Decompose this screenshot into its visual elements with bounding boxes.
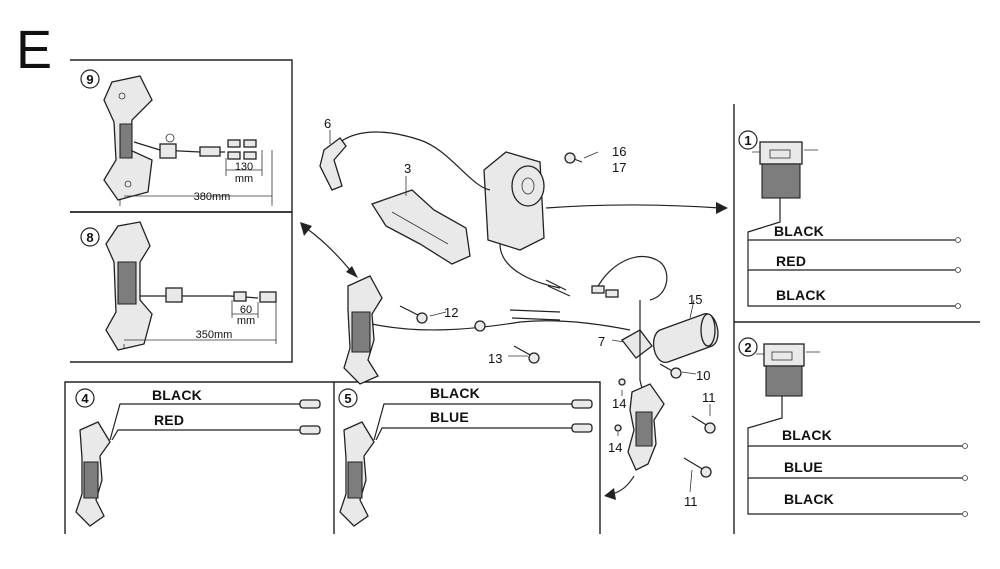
callout-4-circle xyxy=(75,388,95,408)
coil-lead xyxy=(499,243,561,289)
part-13: 13 xyxy=(488,351,502,366)
panel-1-label-1: BLACK xyxy=(774,223,824,239)
panel-4: 4 BLACK RED xyxy=(64,381,335,534)
panel-8-dim-short: 60 xyxy=(240,304,252,316)
panel-1: 1 BLACK RED BLACK xyxy=(733,104,980,534)
bracket xyxy=(371,189,471,265)
panel-1-wire-1 xyxy=(747,198,955,241)
ignition-coil-cap xyxy=(511,165,545,207)
panel-4-wire-bottom xyxy=(111,429,300,441)
callout-5: 5 xyxy=(344,391,351,406)
callout-9-circle xyxy=(80,69,100,89)
panel-1-label-2: RED xyxy=(776,253,806,269)
callout-2: 2 xyxy=(744,340,751,355)
stator-harness xyxy=(371,320,631,331)
callout-9: 9 xyxy=(86,72,93,87)
arrow-to-panel-5 xyxy=(611,475,635,495)
panel-1-label-3: BLACK xyxy=(776,287,826,303)
section-letter: E xyxy=(16,20,52,80)
panel-2-label-2: BLUE xyxy=(784,459,823,475)
part-3: 3 xyxy=(404,161,411,176)
callout-8-circle xyxy=(80,227,100,247)
screw-12 xyxy=(399,305,421,317)
part-10: 10 xyxy=(696,368,710,383)
screw-11-lower xyxy=(683,457,705,471)
panel-5-frame xyxy=(334,381,601,534)
ht-lead xyxy=(339,131,491,191)
panel-4-label-top: BLACK xyxy=(152,387,202,403)
panel-2-wire-1 xyxy=(747,396,962,447)
callout-4: 4 xyxy=(81,391,89,406)
panel-9: 9 130 mm 380mm xyxy=(70,59,293,213)
main-assembly xyxy=(319,131,719,478)
panel-5: 5 BLACK BLUE xyxy=(334,381,601,534)
panel-4-coil xyxy=(83,461,99,499)
arrow-to-panel-1 xyxy=(545,204,721,209)
part-15: 15 xyxy=(688,292,702,307)
panel-2-module-body xyxy=(765,365,803,397)
washer-14-upper xyxy=(618,378,626,386)
part-12: 12 xyxy=(444,305,458,320)
clamp-7 xyxy=(621,329,653,359)
screw-13 xyxy=(513,345,533,357)
panel-8-clamp xyxy=(165,287,183,303)
part-14-upper: 14 xyxy=(612,396,626,411)
panel-8-dim-long: 350mm xyxy=(196,329,233,341)
callout-8: 8 xyxy=(86,230,93,245)
panel-4-wire-top xyxy=(109,403,300,441)
panel-8-frame xyxy=(70,211,293,363)
panel-2-label-3: BLACK xyxy=(784,491,834,507)
part-16: 16 xyxy=(612,144,626,159)
part-14-lower: 14 xyxy=(608,440,622,455)
panel-2-module-top xyxy=(763,343,805,367)
harness-loop xyxy=(595,255,668,301)
part-17: 17 xyxy=(612,160,626,175)
panel-8-coil xyxy=(117,261,137,305)
part-7: 7 xyxy=(598,334,605,349)
panel-5-label-bottom: BLUE xyxy=(430,409,469,425)
washer-14-lower xyxy=(614,424,622,432)
callout-1: 1 xyxy=(744,133,751,148)
panel-9-dim-short-unit: mm xyxy=(235,173,253,185)
panel-9-dim-short: 130 xyxy=(235,161,253,173)
panel-9-coil xyxy=(119,123,133,159)
panel-2-wire-3 xyxy=(747,478,962,515)
panel-8: 8 60 mm 350mm xyxy=(70,211,293,363)
callout-5-circle xyxy=(338,388,358,408)
panel-9-clamp xyxy=(159,143,177,159)
panel-2-label-1: BLACK xyxy=(782,427,832,443)
panel-4-label-bottom: RED xyxy=(154,412,184,428)
panel-5-coil xyxy=(347,461,363,499)
part-6: 6 xyxy=(324,116,331,131)
panel-5-wire-top xyxy=(373,403,572,441)
panel-5-wire-bottom xyxy=(375,427,572,441)
part-11-lower: 11 xyxy=(684,494,698,509)
panel-5-label-top: BLACK xyxy=(430,385,480,401)
panel-1-wire-3 xyxy=(747,270,955,307)
panel-4-frame xyxy=(64,381,335,534)
panel-9-dim-long: 380mm xyxy=(194,191,231,203)
plug-cap xyxy=(319,137,347,191)
panel-8-dim-short-unit: mm xyxy=(237,315,255,327)
screw-11-upper xyxy=(691,415,709,427)
callout-2-circle xyxy=(738,337,758,357)
part-11-upper: 11 xyxy=(702,390,716,405)
panel-2-wire-2 xyxy=(747,446,962,479)
panel-1-module-body xyxy=(761,163,801,199)
panel-2: 2 BLACK BLUE BLACK xyxy=(738,337,968,517)
arrow-to-panels-8-9 xyxy=(305,227,351,271)
callout-1-circle xyxy=(738,130,758,150)
panel-1-module-top xyxy=(759,141,803,165)
panel-9-frame xyxy=(70,59,293,213)
